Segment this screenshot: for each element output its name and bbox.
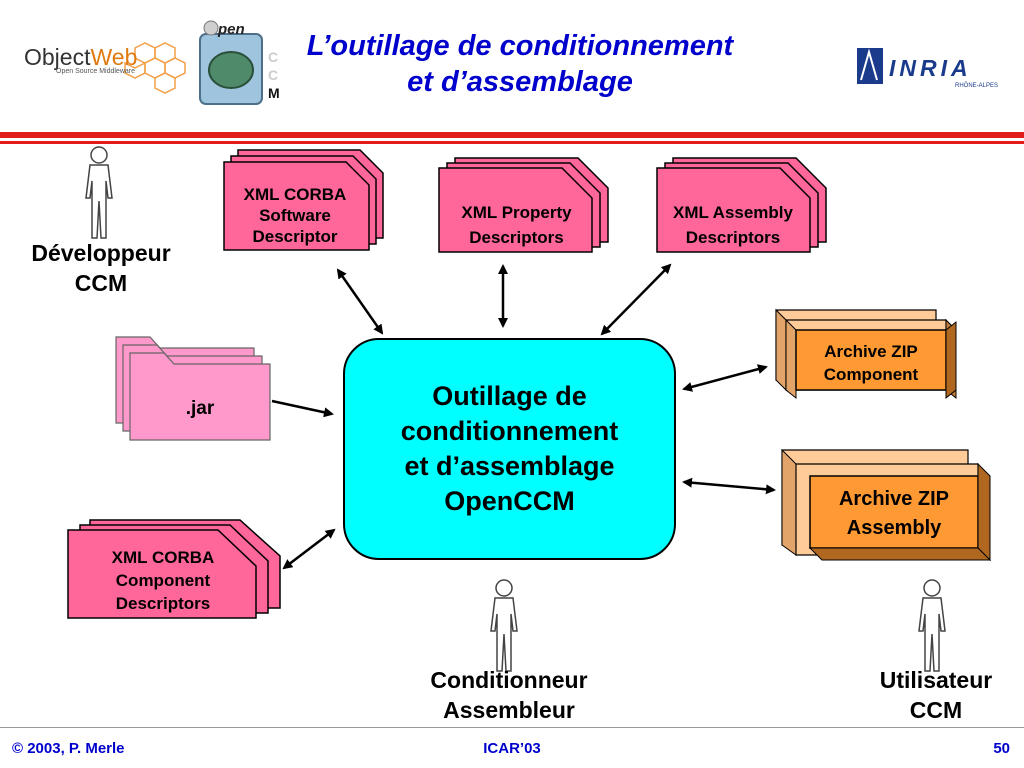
arrows xyxy=(271,263,776,570)
page-title-line1: L’outillage de conditionnement xyxy=(306,30,734,62)
inria-logo-sub: RHÔNE-ALPES xyxy=(955,82,998,89)
objectweb-logo xyxy=(20,40,190,100)
assembly-descriptors-label: XML Assembly Descriptors xyxy=(673,203,793,247)
inria-logo-name: INRIA xyxy=(889,55,972,81)
arrow-tool-archive-assembly xyxy=(682,477,776,495)
arrow-tool-archive-component xyxy=(682,364,768,392)
footer-conference: ICAR’03 xyxy=(483,740,541,757)
openccm-logo-c1: C xyxy=(268,49,278,65)
developer-label: Développeur CCM xyxy=(31,240,171,296)
developer-person-icon xyxy=(85,146,113,239)
jar-label: .jar xyxy=(185,398,215,419)
arrow-component-descriptors-tool xyxy=(282,528,336,570)
header-divider xyxy=(0,132,1024,138)
user-label: Utilisateur CCM xyxy=(879,667,993,723)
objectweb-tagline: Open Source Middleware xyxy=(56,68,135,75)
component-descriptors-label: XML CORBA Component Descriptors xyxy=(111,548,215,613)
central-tool-line3: et d’assemblage xyxy=(404,451,615,481)
central-tool-line1: Outillage de xyxy=(432,381,587,411)
openccm-logo-pen: pen xyxy=(217,21,245,38)
footer-divider xyxy=(0,727,1024,728)
archive-component-label: Archive ZIP Component xyxy=(823,342,919,384)
archive-assembly-label: Archive ZIP Assembly xyxy=(838,488,950,539)
header-divider-thin xyxy=(0,141,1024,144)
archive-assembly-icon xyxy=(781,448,992,562)
openccm-logo: pen C C M xyxy=(196,20,286,115)
assembly-descriptor-doc-icon xyxy=(656,157,827,253)
page-title-line2: et d’assemblage xyxy=(407,66,633,98)
packager-label: Conditionneur Assembleur xyxy=(430,667,588,723)
footer-copyright: © 2003, P. Merle xyxy=(12,740,125,757)
property-descriptor-doc-icon xyxy=(438,157,609,253)
property-descriptors-label: XML Property Descriptors xyxy=(461,203,572,247)
openccm-logo-c2: C xyxy=(268,67,278,83)
openccm-logo-m: M xyxy=(268,85,280,101)
central-tool-box: Outillage de conditionnement et d’assemb… xyxy=(343,338,676,560)
software-descriptor-label: XML CORBA Software Descriptor xyxy=(243,185,347,246)
inria-logo: INRIA RHÔNE-ALPES xyxy=(855,44,1000,92)
arrow-assembly-tool xyxy=(600,263,672,336)
component-descriptor-doc-icon xyxy=(67,519,281,619)
archive-component-icon xyxy=(775,308,957,400)
user-person-icon xyxy=(918,579,946,672)
packager-person-icon xyxy=(490,579,518,672)
page-title: L’outillage de conditionnement et d’asse… xyxy=(250,28,790,100)
arrow-jar-tool xyxy=(271,399,334,418)
arrow-software-tool xyxy=(336,268,384,335)
central-tool-line2: conditionnement xyxy=(400,416,619,446)
footer-page-number: 50 xyxy=(993,740,1010,757)
jar-folder-icon xyxy=(115,336,271,441)
software-descriptor-doc-icon xyxy=(223,149,384,251)
central-tool-line4: OpenCCM xyxy=(444,486,575,516)
objectweb-name: ObjectWeb xyxy=(24,44,138,70)
